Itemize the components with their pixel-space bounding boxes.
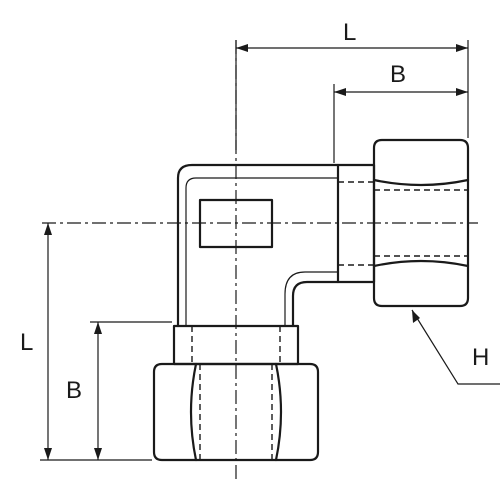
cross-bore-window xyxy=(198,198,274,249)
bottom-union-nut xyxy=(152,324,320,462)
right-hex-flat-bottom xyxy=(372,259,470,268)
arrow-h xyxy=(412,310,420,323)
right-hex-nut xyxy=(372,138,470,308)
arrow-left-b-bottom xyxy=(94,448,102,460)
arrow-top-b-right xyxy=(456,88,468,96)
body-outer-wall xyxy=(176,163,340,328)
bottom-hex-flat-right xyxy=(274,362,283,462)
arrow-top-l-left xyxy=(236,44,248,52)
elbow-body xyxy=(176,163,340,328)
label-h: H xyxy=(472,344,489,371)
arrow-left-b-top xyxy=(94,322,102,334)
dimension-left-nut-length: B xyxy=(66,321,172,460)
right-hex-flat-top xyxy=(372,178,470,187)
label-top-b: B xyxy=(390,61,406,88)
label-top-l: L xyxy=(343,19,356,46)
dimension-top-length: L xyxy=(235,19,469,150)
bottom-hex-nut xyxy=(152,362,320,462)
right-union-nut xyxy=(336,138,470,308)
center-lines xyxy=(42,40,478,480)
body-bore-upper xyxy=(185,177,338,326)
arrow-left-l-bottom xyxy=(44,448,52,460)
arrow-top-b-left xyxy=(334,88,346,96)
label-left-b: B xyxy=(66,377,82,404)
body-bore-lower xyxy=(284,271,338,326)
hex-size-leader: H xyxy=(411,309,500,385)
bottom-hex-flat-left xyxy=(189,362,198,462)
leader-line-h xyxy=(411,309,500,385)
dimension-left-length: L xyxy=(20,223,152,461)
dimension-top-nut-length: B xyxy=(333,61,468,163)
label-left-l: L xyxy=(20,329,33,356)
arrow-top-l-right xyxy=(456,44,468,52)
body-inner-wall xyxy=(291,280,340,328)
arrow-left-l-top xyxy=(44,223,52,235)
